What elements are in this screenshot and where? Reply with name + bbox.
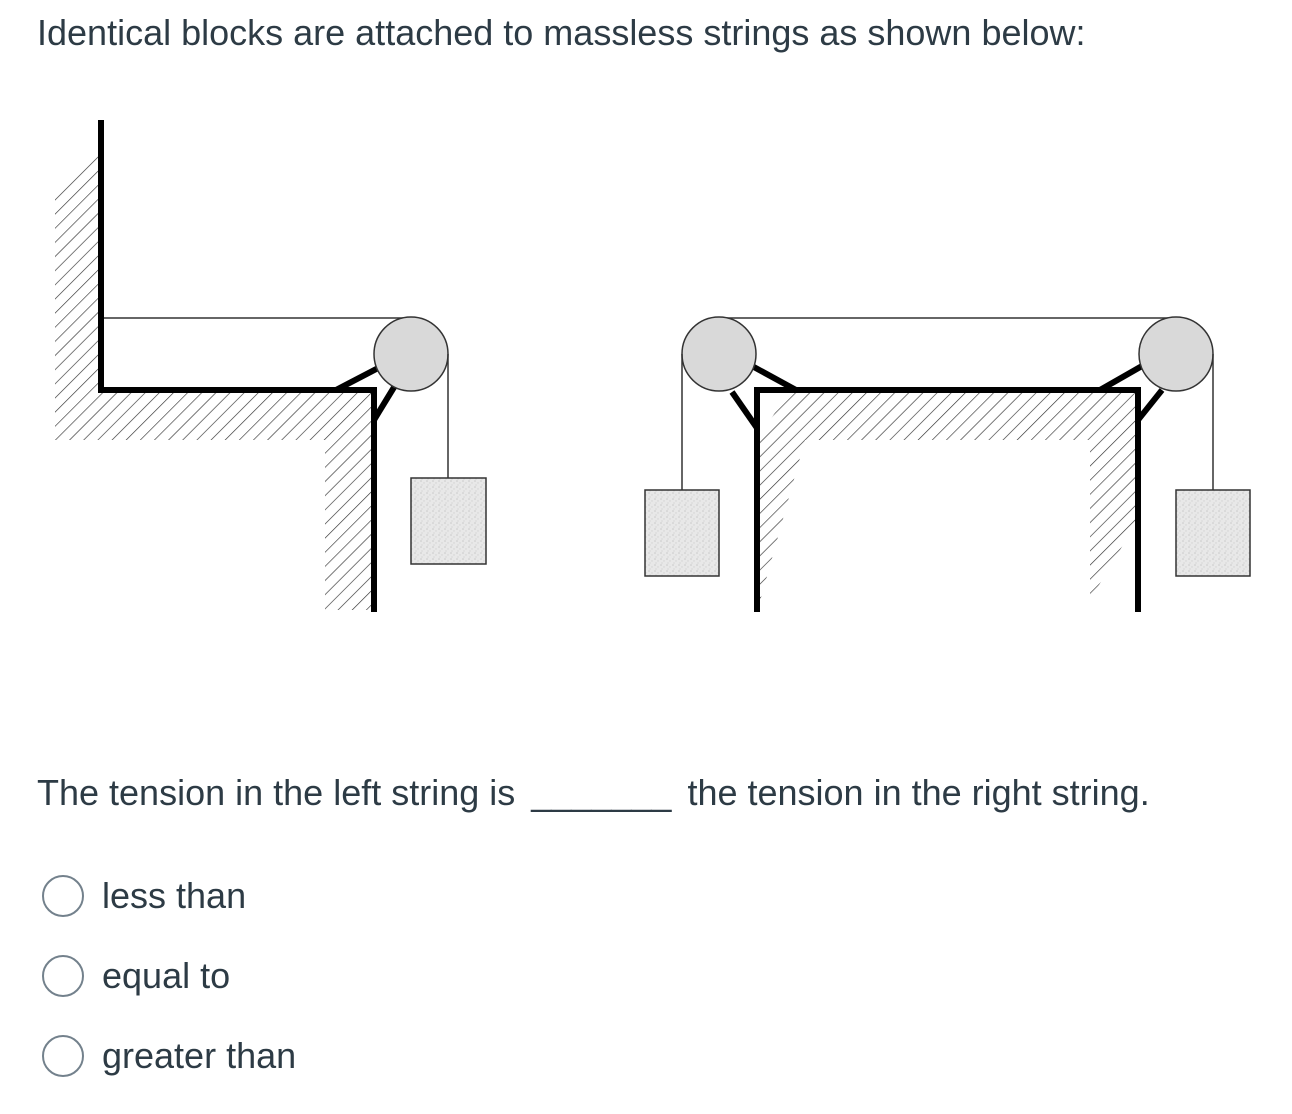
left-block	[410, 477, 487, 565]
right-table-outline	[754, 387, 1141, 612]
prompt-before: The tension in the left string is	[37, 772, 516, 813]
right-table-hatch	[757, 390, 1138, 612]
option-greater-than[interactable]: greater than	[42, 1032, 296, 1080]
physics-diagram	[55, 120, 1251, 612]
option-label: equal to	[102, 955, 231, 996]
option-less-than[interactable]: less than	[42, 872, 296, 920]
right-block-right	[1175, 489, 1251, 577]
left-pulley	[373, 316, 449, 392]
question-title: Identical blocks are attached to massles…	[37, 12, 1086, 53]
left-setup	[55, 120, 487, 612]
radio-equal-to[interactable]	[42, 955, 84, 997]
left-wall-outline	[98, 120, 377, 612]
option-label: less than	[102, 875, 247, 916]
prompt-after: the tension in the right string.	[687, 772, 1150, 813]
answer-blank: _______	[531, 772, 672, 813]
left-wall-hatch	[55, 145, 374, 610]
radio-less-than[interactable]	[42, 875, 84, 917]
right-pulley-left	[681, 316, 757, 392]
option-label: greater than	[102, 1035, 297, 1076]
question-prompt: The tension in the left string is ______…	[37, 770, 1150, 816]
right-setup	[644, 316, 1251, 612]
answer-options: less than equal to greater than	[42, 872, 296, 1112]
option-equal-to[interactable]: equal to	[42, 952, 296, 1000]
right-pulley-right	[1138, 316, 1214, 392]
right-block-left	[644, 489, 720, 577]
radio-greater-than[interactable]	[42, 1035, 84, 1077]
